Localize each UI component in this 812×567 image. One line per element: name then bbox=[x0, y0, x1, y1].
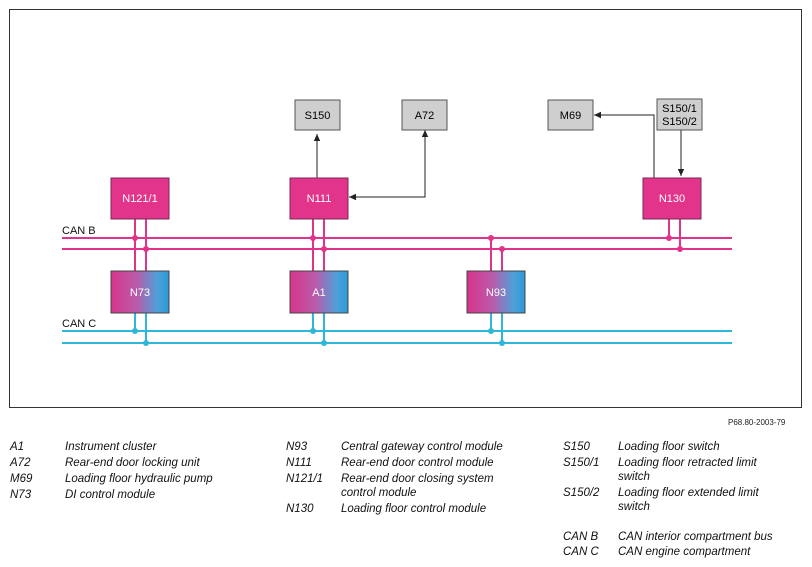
can-c-label: CAN C bbox=[62, 318, 96, 330]
legend-desc: Loading floor extended limit switch bbox=[618, 487, 759, 513]
box-a1-label: A1 bbox=[312, 287, 325, 299]
legend-item: S150/2 Loading floor extended limit switc… bbox=[563, 486, 803, 514]
legend-desc: CAN engine compartment bbox=[618, 546, 751, 558]
legend-item: N121/1 Rear-end door closing system contr… bbox=[286, 472, 546, 500]
legend-desc: DI control module bbox=[65, 489, 156, 501]
can-b-nodes bbox=[132, 235, 683, 252]
legend-desc: Loading floor hydraulic pump bbox=[65, 473, 213, 485]
can-c-bus bbox=[62, 313, 732, 344]
legend-desc: Rear-end door locking unit bbox=[65, 457, 200, 469]
legend-code: N121/1 bbox=[286, 473, 324, 485]
box-n121-1: N121/1 bbox=[110, 177, 170, 220]
legend-desc: Loading floor control module bbox=[341, 503, 487, 515]
legend-code: N93 bbox=[286, 441, 308, 453]
legend-item: N130 Loading floor control module bbox=[286, 502, 546, 516]
legend-item: CAN C CAN engine compartment bbox=[563, 545, 803, 559]
legend-desc: Central gateway control module bbox=[341, 441, 503, 453]
box-s150: S150 bbox=[294, 99, 341, 131]
box-n73: N73 bbox=[110, 270, 170, 314]
legend-desc: CAN interior compartment bus bbox=[618, 531, 773, 543]
legend-desc: Loading floor retracted limit switch bbox=[618, 457, 757, 483]
box-n111-label: N111 bbox=[307, 193, 332, 205]
box-n130-label: N130 bbox=[659, 193, 685, 205]
legend-desc: Rear-end door closing system control mod… bbox=[341, 473, 494, 499]
legend-item: N93 Central gateway control module bbox=[286, 440, 546, 454]
legend-code: N130 bbox=[286, 503, 314, 515]
box-n93: N93 bbox=[466, 270, 526, 314]
legend-desc: Rear-end door control module bbox=[341, 457, 494, 469]
wire-a72-n111 bbox=[349, 130, 426, 201]
box-a72-label: A72 bbox=[415, 110, 435, 122]
legend-item: S150 Loading floor switch bbox=[563, 440, 803, 454]
signal-wires bbox=[313, 111, 685, 201]
legend-code: N111 bbox=[286, 457, 312, 469]
box-a1: A1 bbox=[289, 270, 349, 314]
legend-code: N73 bbox=[10, 489, 32, 501]
can-c-nodes bbox=[132, 328, 505, 346]
legend-item: CAN B CAN interior compartment bus bbox=[563, 530, 803, 544]
legend-desc: Instrument cluster bbox=[65, 441, 157, 453]
legend-code: CAN C bbox=[563, 546, 599, 558]
box-a72: A72 bbox=[401, 99, 448, 131]
box-n111: N111 bbox=[289, 177, 349, 220]
figure-reference: P68.80-2003-79 bbox=[728, 418, 786, 427]
wire-n130-to-m69 bbox=[594, 111, 655, 178]
can-b-bus bbox=[62, 219, 732, 271]
legend-item: A1 Instrument cluster bbox=[10, 440, 270, 454]
legend-desc: Loading floor switch bbox=[618, 441, 720, 453]
legend-column-1: A1 Instrument cluster A72 Rear-end door lo… bbox=[10, 440, 270, 502]
box-s150-2-label: S150/2 bbox=[662, 116, 697, 128]
legend-item: M69 Loading floor hydraulic pump bbox=[10, 472, 270, 486]
legend-item: S150/1 Loading floor retracted limit swit… bbox=[563, 456, 803, 484]
diagram: CAN B CAN C S150 A72 M69 S150/1 S150/2 N… bbox=[9, 9, 802, 408]
box-m69: M69 bbox=[547, 99, 594, 131]
legend-code: A72 bbox=[10, 457, 31, 469]
box-s150-1-label: S150/1 bbox=[662, 103, 697, 115]
box-n121-1-label: N121/1 bbox=[122, 193, 157, 205]
legend-code: S150/1 bbox=[563, 457, 600, 469]
legend-code: S150/2 bbox=[563, 487, 600, 499]
legend-item: A72 Rear-end door locking unit bbox=[10, 456, 270, 470]
box-n73-label: N73 bbox=[130, 287, 150, 299]
box-s150-label: S150 bbox=[305, 110, 331, 122]
legend-code: CAN B bbox=[563, 531, 599, 543]
legend-code: S150 bbox=[563, 441, 590, 453]
legend-code: A1 bbox=[10, 441, 25, 453]
box-s150-pair: S150/1 S150/2 bbox=[656, 98, 703, 131]
legend-code: M69 bbox=[10, 473, 33, 485]
legend-item: N73 DI control module bbox=[10, 488, 270, 502]
legend-item: N111 Rear-end door control module bbox=[286, 456, 546, 470]
box-m69-label: M69 bbox=[560, 110, 581, 122]
box-n130: N130 bbox=[642, 177, 702, 220]
can-b-label: CAN B bbox=[62, 225, 96, 237]
box-n93-label: N93 bbox=[486, 287, 506, 299]
